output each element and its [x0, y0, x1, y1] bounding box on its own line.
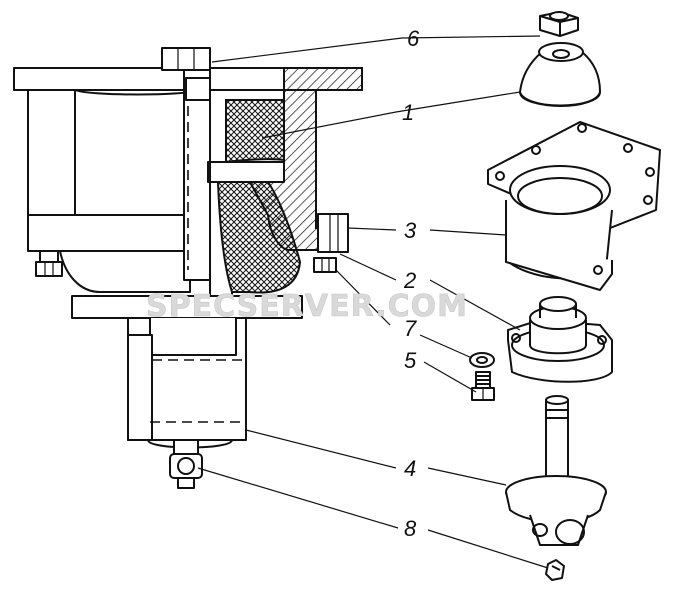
part-8-nipple: [545, 559, 565, 581]
part-7-washer: [469, 352, 495, 368]
leader-2: [339, 253, 397, 281]
callout-2: 2: [403, 268, 416, 293]
callout-3: 3: [404, 218, 417, 243]
leader-lines: [197, 35, 549, 569]
leader-5: [423, 361, 477, 393]
lower-boss: [59, 250, 191, 293]
callout-5: 5: [404, 348, 417, 373]
callout-7: 7: [404, 316, 417, 341]
part-6-nut: [539, 11, 579, 37]
callout-1: 1: [402, 100, 414, 125]
inner-plate: [207, 161, 285, 183]
leader-4: [245, 429, 397, 469]
leader-7: [335, 269, 391, 326]
callout-4: 4: [404, 456, 416, 481]
part-5-bolt: [471, 371, 495, 401]
sectional-assembly: [13, 47, 363, 489]
lower-left-bolt: [35, 250, 63, 277]
leader-6: [211, 37, 403, 63]
grease-nipple-left: [169, 439, 203, 489]
part-3-bracket: [487, 121, 661, 291]
watermark: SPECSERVER.COM: [146, 289, 468, 324]
elastic-pad-upper: [225, 99, 285, 164]
center-stud: [161, 47, 211, 281]
elastic-pad-lower: [216, 181, 302, 294]
leader-8: [197, 467, 399, 529]
leader-1: [261, 111, 397, 139]
callout-8: 8: [404, 516, 417, 541]
part-1-cushion: [519, 42, 601, 107]
part-2-bearing: [507, 296, 613, 383]
lower-housing-flange: [27, 214, 209, 252]
callout-6: 6: [407, 26, 420, 51]
part-4-pin: [505, 395, 607, 546]
flange-bolt: [313, 213, 349, 273]
callout-labels: 6 1 3 2 7 5 4 8: [402, 26, 420, 541]
leader-3: [347, 227, 397, 231]
